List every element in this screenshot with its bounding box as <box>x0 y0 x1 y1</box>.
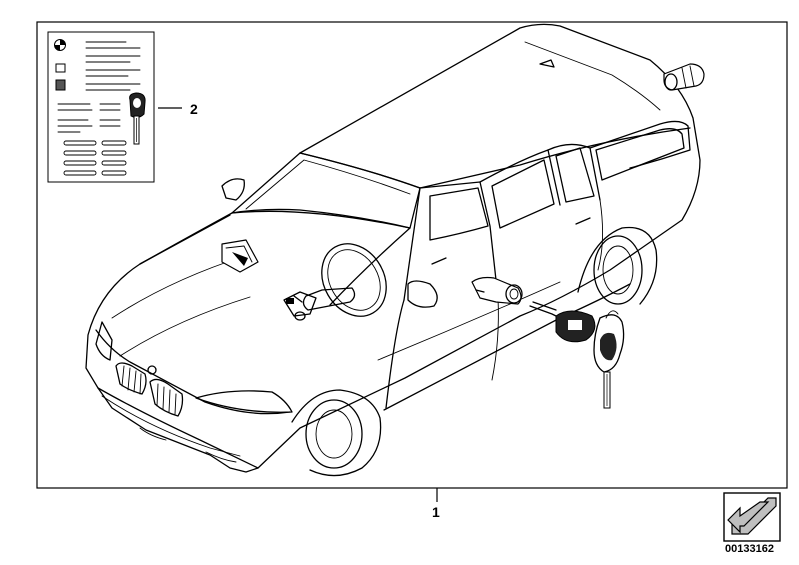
curved-arrow-icon[interactable] <box>723 492 781 542</box>
main-frame <box>36 21 788 489</box>
door-lock-cylinder <box>471 276 523 305</box>
callout-2: 2 <box>190 101 198 117</box>
callout-1: 1 <box>432 504 440 520</box>
key-icon <box>129 92 146 145</box>
keys-part <box>529 301 625 409</box>
bmw-roundel-icon <box>54 39 66 51</box>
document-kit-inset <box>47 31 155 183</box>
document-number: 00133162 <box>725 543 774 555</box>
control-unit-part <box>221 239 259 273</box>
lock-cylinder-part <box>663 63 705 91</box>
car-illustration <box>85 23 701 477</box>
